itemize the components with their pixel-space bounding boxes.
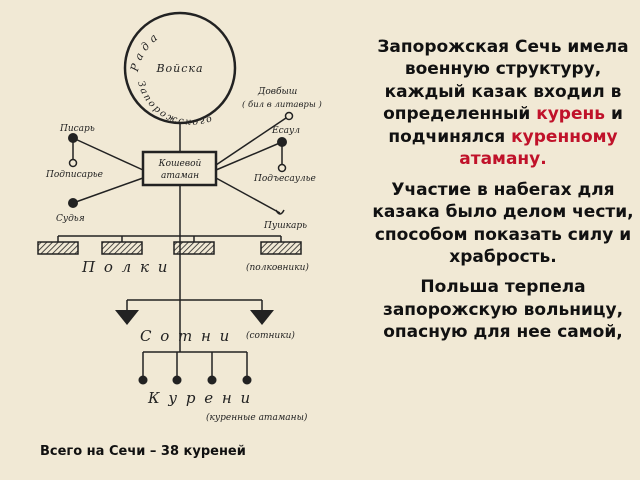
kurennye-label: (куренные атаманы) [206, 412, 308, 423]
voiska-label: Войска [155, 62, 203, 75]
sotni-row: С о т н и (сотники) [115, 310, 295, 345]
highlight-kurennoy-ataman: куренному атаману. [459, 126, 618, 170]
polkovniki-label: (полковники) [246, 262, 309, 273]
podpisare-label: Подписарье [45, 170, 103, 180]
paragraph-structure-mid: и подчинялся [388, 104, 623, 147]
dovbysh-label: Довбыш [257, 86, 297, 97]
sotni-label: С о т н и [140, 327, 231, 345]
polki-label: П о л к и [81, 258, 169, 276]
rada-node: Рада Войска Запорожского [123, 11, 237, 128]
svg-text:Запорожского: Запорожского [135, 80, 215, 128]
koshevoi-label-line2: атаман [161, 171, 199, 181]
polki-row: П о л к и (полковники) [37, 241, 309, 276]
zaporozhskogo-label: Запорожского [135, 80, 213, 128]
kureni-row: К у р е н и (куренные атаманы) [138, 375, 308, 423]
paragraph-structure-text: Запорожская Сечь имела военную структуру… [377, 37, 629, 125]
paragraph-poland: Польша терпела запорожскую вольницу, опа… [382, 277, 624, 343]
total-kurens-caption: Всего на Сечи – 38 куреней [40, 444, 246, 459]
staff-labels: Писарь Подписарье Судья Довбыш ( бил в л… [45, 86, 322, 231]
highlight-kuren: курень [536, 104, 606, 125]
paragraph-raids: Участие в набегах для казака было делом … [372, 179, 634, 267]
sotniki-label: (сотники) [246, 330, 295, 341]
podesaule-label: Подъесаулье [253, 174, 316, 184]
paragraph-structure: Запорожская Сечь имела военную структуру… [370, 36, 636, 171]
koshevoi-ataman-node: Кошевой атаман [141, 150, 218, 187]
pisar-label: Писарь [59, 124, 95, 134]
koshevoi-label-line1: Кошевой [158, 159, 202, 169]
cossack-structure-diagram: Рада Войска Запорожского Кошевой атаман … [37, 11, 322, 423]
staff-nodes [68, 111, 294, 215]
sudya-label: Судья [56, 214, 85, 224]
pushkar-label: Пушкарь [263, 221, 307, 231]
kureni-label: К у р е н и [147, 389, 252, 407]
dovbysh-note: ( бил в литавры ) [242, 99, 322, 110]
esaul-label: Есаул [271, 126, 300, 136]
text-panel: Запорожская Сечь имела военную структуру… [370, 36, 636, 352]
